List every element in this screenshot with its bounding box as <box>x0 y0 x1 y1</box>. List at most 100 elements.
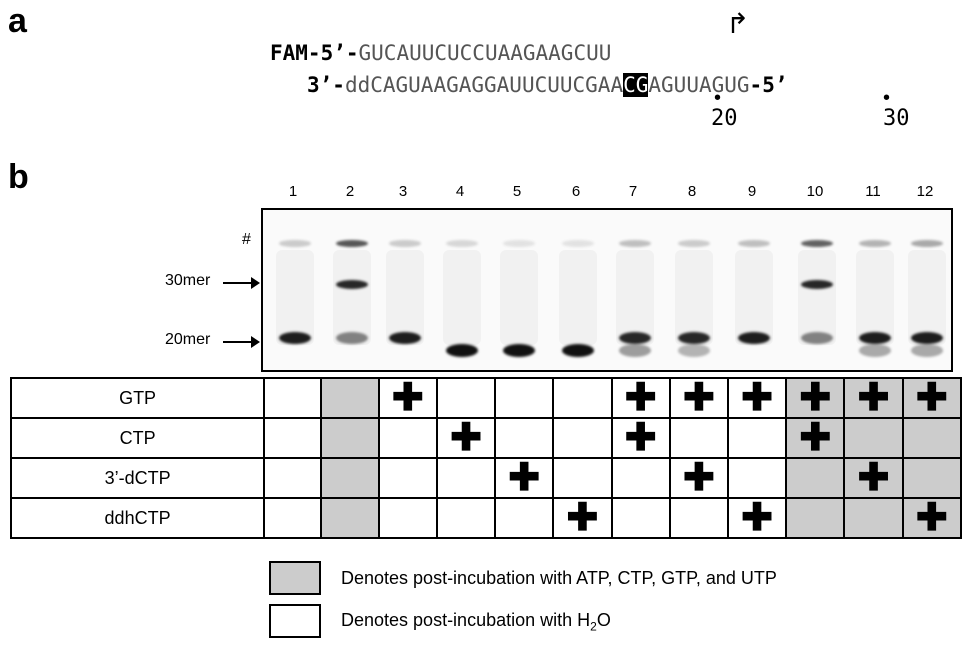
gel-band-hash <box>562 239 594 247</box>
condition-cell: ✚ <box>843 377 904 419</box>
condition-cell <box>726 457 788 499</box>
condition-cell <box>435 497 497 539</box>
condition-cell <box>552 417 613 459</box>
condition-cell <box>785 497 846 539</box>
condition-cell <box>320 377 380 419</box>
30mer-band-label: 30mer <box>165 272 211 289</box>
top-strand: FAM-5’-GUCAUUCUCCUAAGAAGCUU <box>270 43 611 64</box>
plus-icon: ✚ <box>624 377 657 419</box>
condition-row: 3’-dCTP✚✚✚ <box>9 457 962 499</box>
condition-table: GTP✚✚✚✚✚✚✚CTP✚✚✚3’-dCTP✚✚✚ddhCTP✚✚✚ <box>9 377 962 539</box>
gel-band-hash <box>446 239 478 247</box>
gel-band-hash <box>336 239 368 247</box>
top-strand-prefix: FAM-5’- <box>270 41 359 65</box>
transcription-start-arrow-icon: ↱ <box>726 8 750 39</box>
gel-band-mer20 <box>678 332 710 344</box>
lane-number: 2 <box>345 183 355 200</box>
condition-row-label: ddhCTP <box>9 497 266 539</box>
condition-cell: ✚ <box>726 377 788 419</box>
condition-cell <box>494 377 555 419</box>
condition-cell <box>901 417 962 459</box>
lane-number: 7 <box>628 183 638 200</box>
lane-number: 4 <box>455 183 465 200</box>
gel-lane-smear <box>333 250 371 345</box>
panel-a-label: a <box>8 2 27 40</box>
condition-cell: ✚ <box>785 377 846 419</box>
gel-band-hash <box>678 239 710 247</box>
lane-number: 11 <box>865 183 881 200</box>
condition-cell <box>668 417 729 459</box>
condition-cell <box>726 417 788 459</box>
condition-cell <box>263 377 323 419</box>
condition-cell <box>263 497 323 539</box>
condition-cell: ✚ <box>901 377 962 419</box>
gel-band-hash <box>801 239 833 247</box>
legend-white-text-main: Denotes post-incubation with H <box>341 610 591 630</box>
20mer-band-label: 20mer <box>165 331 211 348</box>
plus-icon: ✚ <box>915 497 948 539</box>
condition-cell <box>377 417 438 459</box>
gel-lane-smear <box>500 250 538 345</box>
condition-cell <box>263 417 323 459</box>
gel-band-mer20 <box>336 332 368 344</box>
condition-cell <box>843 417 904 459</box>
condition-cell: ✚ <box>377 377 438 419</box>
plus-icon: ✚ <box>624 417 657 459</box>
plus-icon: ✚ <box>682 377 715 419</box>
plus-icon: ✚ <box>799 417 832 459</box>
condition-cell <box>263 457 323 499</box>
gel-lane-smear <box>908 250 946 345</box>
gel-lane-smear <box>856 250 894 345</box>
lane-number: 1 <box>288 183 298 200</box>
plus-icon: ✚ <box>566 497 599 539</box>
condition-cell <box>610 497 671 539</box>
hash-band-label: # <box>242 231 251 248</box>
condition-cell: ✚ <box>610 417 671 459</box>
legend-shaded-text: Denotes post-incubation with ATP, CTP, G… <box>341 568 777 588</box>
condition-cell <box>610 457 671 499</box>
gel-band-mer20 <box>801 332 833 344</box>
condition-cell <box>552 377 613 419</box>
lane-number: 3 <box>398 183 408 200</box>
lane-number: 5 <box>512 183 522 200</box>
condition-cell: ✚ <box>901 497 962 539</box>
gel-band-hash <box>619 239 651 247</box>
condition-cell <box>494 417 555 459</box>
plus-icon: ✚ <box>391 377 424 419</box>
gel-band-hash <box>859 239 891 247</box>
condition-cell: ✚ <box>435 417 497 459</box>
condition-cell <box>552 457 613 499</box>
gel-lane-smear <box>559 250 597 345</box>
gel-lane-smear <box>276 250 314 345</box>
condition-cell: ✚ <box>726 497 788 539</box>
gel-band-hash <box>911 239 943 247</box>
position-30-label: 30 <box>883 106 910 131</box>
condition-cell: ✚ <box>552 497 613 539</box>
condition-cell <box>785 457 846 499</box>
gel-lane-smear <box>616 250 654 345</box>
condition-cell <box>494 497 555 539</box>
gel-band-hash <box>279 239 311 247</box>
plus-icon: ✚ <box>741 377 773 419</box>
condition-row-label: CTP <box>9 417 266 459</box>
condition-cell: ✚ <box>843 457 904 499</box>
condition-cell <box>843 497 904 539</box>
20mer-arrow-icon <box>251 336 260 348</box>
panel-b-label: b <box>8 158 29 196</box>
position-30-dot: • <box>883 87 891 109</box>
condition-cell <box>320 457 380 499</box>
gel-lane-smear <box>675 250 713 345</box>
plus-icon: ✚ <box>508 457 541 499</box>
20mer-arrow-line <box>223 341 253 343</box>
plus-icon: ✚ <box>450 417 482 459</box>
position-20-dot: • <box>714 87 722 109</box>
condition-cell <box>377 497 438 539</box>
bottom-strand-highlight: CG <box>623 73 649 97</box>
condition-cell <box>901 457 962 499</box>
condition-cell: ✚ <box>785 417 846 459</box>
gel-band-mer30 <box>336 279 368 289</box>
condition-cell: ✚ <box>668 377 729 419</box>
gel-band-mer20-lower <box>619 343 651 357</box>
lane-number: 8 <box>687 183 697 200</box>
top-strand-sequence: GUCAUUCUCCUAAGAAGCUU <box>358 41 612 65</box>
